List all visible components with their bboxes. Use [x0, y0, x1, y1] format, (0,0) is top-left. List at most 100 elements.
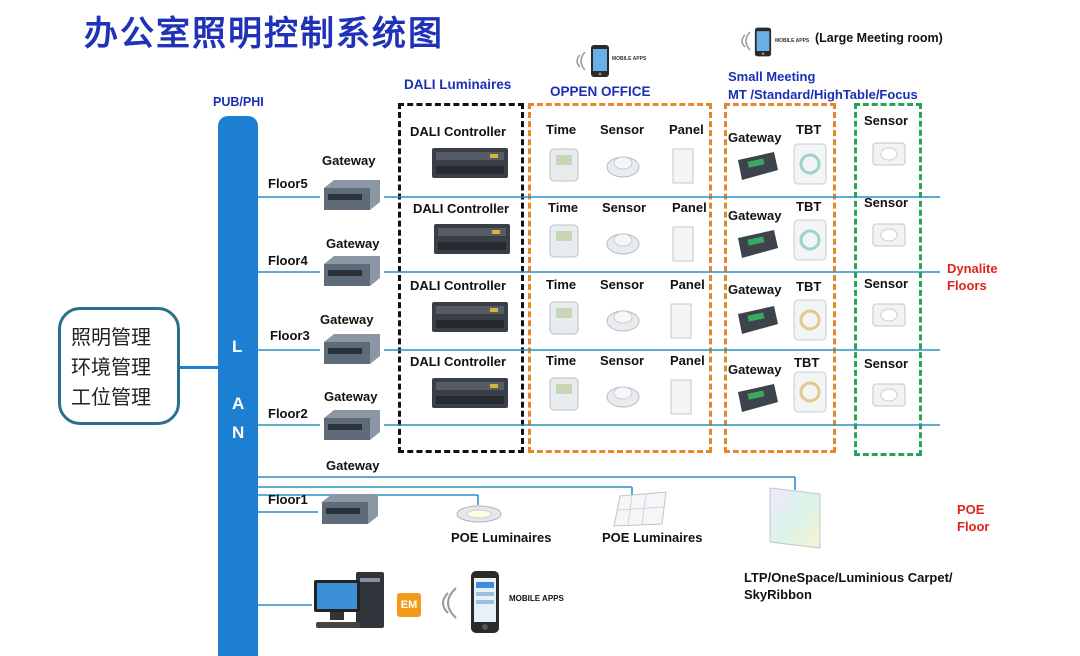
panel-label: Panel	[672, 200, 707, 215]
time-label: Time	[546, 122, 577, 137]
poe-label: POE	[957, 502, 985, 517]
ltp-label: LTP/OneSpace/Luminious Carpet/	[744, 570, 953, 585]
mobile-apps-caption: MOBILE APPS	[612, 56, 647, 62]
meeting-gateway-icon	[738, 384, 778, 412]
gateway-label: Gateway	[324, 389, 378, 404]
tbt-label: TBT	[796, 279, 822, 294]
em-badge: EM	[397, 593, 421, 617]
large-meeting-group	[854, 103, 922, 456]
gateway-label: Gateway	[728, 362, 782, 377]
mobile-phone-icon	[590, 44, 610, 83]
dali-controller-label: DALI Controller	[413, 201, 510, 216]
mobile-phone-icon	[471, 571, 499, 633]
management-item: 工位管理	[71, 385, 151, 409]
ceiling-sensor-icon	[872, 383, 906, 407]
control-panel-icon	[670, 379, 692, 415]
floor-label: Floor1	[268, 492, 308, 507]
meeting-types-label: MT /Standard/HighTable/Focus	[728, 87, 918, 102]
dali-luminaires-group	[398, 103, 524, 453]
panel-label: Panel	[669, 122, 704, 137]
small-meeting-group	[724, 103, 836, 453]
gateway-label: Gateway	[728, 282, 782, 297]
lan-letter: A	[232, 394, 245, 413]
floor-label: Floor2	[268, 406, 308, 421]
gateway-label: Gateway	[322, 153, 376, 168]
dali-controller-label: DALI Controller	[410, 354, 507, 369]
sensor-label: Sensor	[864, 276, 909, 291]
dali-controller-icon	[432, 302, 508, 332]
panel-label: Panel	[670, 353, 705, 368]
wireless-icon	[576, 51, 586, 71]
mobile-phone-icon	[754, 26, 772, 63]
gateway-device-icon	[324, 256, 380, 286]
sensor-label: Sensor	[600, 122, 645, 137]
meeting-gateway-icon	[738, 230, 778, 258]
sensor-label: Sensor	[600, 277, 645, 292]
lan-letter: N	[232, 423, 245, 442]
time-clock-device-icon	[549, 224, 579, 258]
dali-luminaires-label: DALI Luminaires	[404, 77, 512, 92]
gateway-label: Gateway	[320, 312, 374, 327]
desktop-computer-icon	[314, 572, 384, 628]
floor-label: Floor4	[268, 253, 308, 268]
management-item: 环境管理	[71, 355, 151, 379]
panel-label: Panel	[670, 277, 705, 292]
mobile-apps-label: MOBILE APPS	[509, 594, 564, 603]
open-office-group	[528, 103, 712, 453]
gateway-device-icon	[324, 334, 380, 364]
tbt-label: TBT	[796, 122, 822, 137]
wireless-icon	[741, 31, 751, 51]
lan-backbone	[218, 116, 258, 656]
sensor-device-icon	[606, 156, 640, 178]
tbt-touch-panel-icon	[793, 299, 827, 341]
tbt-touch-panel-icon	[793, 219, 827, 261]
mobile-apps-caption: MOBILE APPS	[775, 38, 810, 44]
dali-controller-icon	[432, 378, 508, 408]
dali-controller-label: DALI Controller	[410, 278, 507, 293]
meeting-gateway-icon	[738, 152, 778, 180]
wireless-icon	[442, 587, 457, 619]
ceiling-sensor-icon	[872, 142, 906, 166]
gateway-device-icon	[324, 410, 380, 440]
control-panel-icon	[672, 148, 694, 184]
floor-label: Floor5	[268, 176, 308, 191]
skyribbon-label: SkyRibbon	[744, 587, 812, 602]
management-connector	[180, 366, 220, 369]
time-clock-device-icon	[549, 148, 579, 182]
gateway-label: Gateway	[326, 458, 380, 473]
time-clock-device-icon	[549, 377, 579, 411]
control-panel-icon	[672, 226, 694, 262]
time-label: Time	[548, 200, 579, 215]
ceiling-sensor-icon	[872, 303, 906, 327]
dali-controller-icon	[432, 148, 508, 178]
pub-phi-label: PUB/PHI	[213, 95, 264, 109]
poe-luminaires-label: POE Luminaires	[451, 530, 552, 545]
control-panel-icon	[670, 303, 692, 339]
sensor-label: Sensor	[602, 200, 647, 215]
management-item: 照明管理	[71, 325, 151, 349]
dali-controller-label: DALI Controller	[410, 124, 507, 139]
tbt-label: TBT	[796, 199, 822, 214]
poe-panel-light-icon	[613, 491, 667, 527]
sensor-device-icon	[606, 233, 640, 255]
meeting-gateway-icon	[738, 306, 778, 334]
sensor-label: Sensor	[864, 113, 909, 128]
poe-luminaires-label: POE Luminaires	[602, 530, 703, 545]
time-label: Time	[546, 353, 577, 368]
diagram-title: 办公室照明控制系统图	[84, 14, 444, 54]
gateway-device-icon	[324, 180, 380, 210]
tbt-label: TBT	[794, 355, 820, 370]
gateway-label: Gateway	[728, 130, 782, 145]
poe-floor-label: Floor	[957, 519, 990, 534]
sensor-label: Sensor	[600, 353, 645, 368]
time-label: Time	[546, 277, 577, 292]
floors-label: Floors	[947, 278, 987, 293]
gateway-label: Gateway	[728, 208, 782, 223]
sensor-device-icon	[606, 386, 640, 408]
tbt-touch-panel-icon	[793, 143, 827, 185]
sensor-label: Sensor	[864, 356, 909, 371]
sensor-label: Sensor	[864, 195, 909, 210]
small-meeting-label: Small Meeting	[728, 69, 816, 84]
floor-label: Floor3	[270, 328, 310, 343]
